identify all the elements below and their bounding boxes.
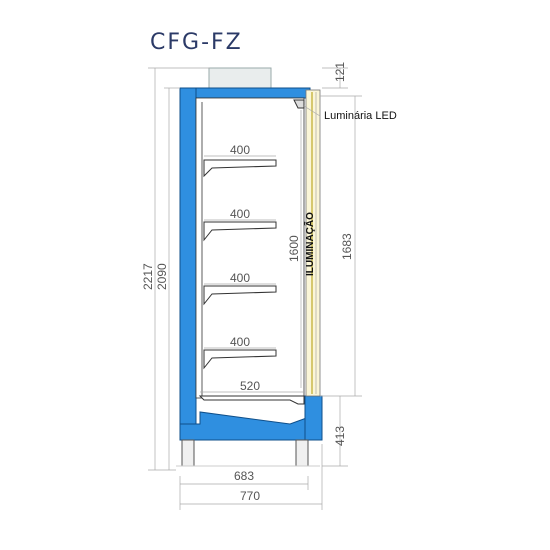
base-front: [304, 395, 323, 441]
foot-right: [295, 439, 309, 467]
shelf-4: [203, 349, 277, 370]
led-label: Luminária LED: [324, 110, 397, 122]
dim-inner-width: 683: [234, 469, 254, 483]
dimension-lines: [148, 67, 362, 510]
dim-top: 121: [333, 62, 347, 82]
led-fixture: [293, 99, 305, 109]
dim-bottom-shelf: 520: [240, 379, 260, 393]
dim-shelf-1: 400: [230, 143, 250, 157]
shelf-3: [203, 285, 277, 306]
dim-total-height: 2217: [141, 263, 155, 290]
dim-base: 413: [333, 426, 347, 446]
cabinet-top: [179, 87, 311, 99]
top-unit: [208, 67, 272, 89]
cabinet-left-wall: [179, 87, 197, 425]
door-frame: [305, 89, 321, 397]
shelf-1: [203, 159, 277, 178]
dim-illumination: 1600: [287, 235, 301, 262]
product-title: CFG-FZ: [150, 30, 243, 55]
dim-shelf-2: 400: [230, 207, 250, 221]
bottom-shelf: [198, 395, 305, 405]
dim-shelf-3: 400: [230, 271, 250, 285]
dim-shelf-4: 400: [230, 335, 250, 349]
dim-inner-height: 2090: [155, 263, 169, 290]
shelf-2: [203, 221, 277, 242]
dim-total-width: 770: [240, 489, 260, 503]
dim-door-height: 1683: [340, 233, 354, 260]
foot-left: [181, 439, 195, 467]
illumination-label: ILUMINAÇÃO: [303, 212, 316, 276]
